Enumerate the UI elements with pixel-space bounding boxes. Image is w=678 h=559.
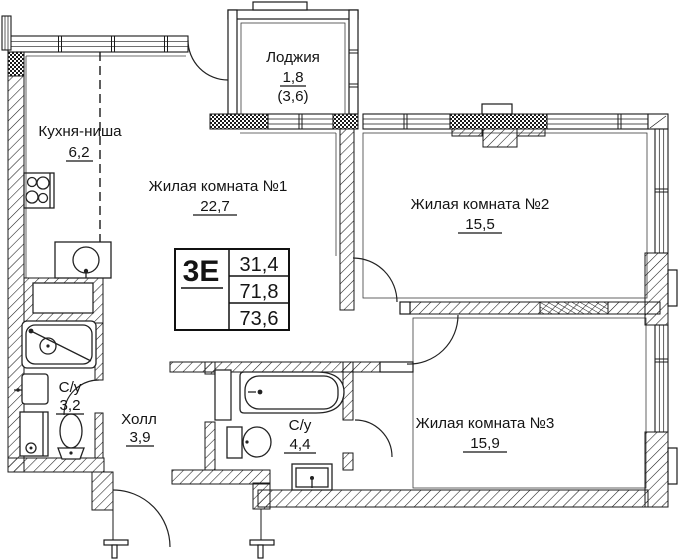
corner-top-right bbox=[647, 113, 669, 130]
stamp-value-3: 73,6 bbox=[240, 308, 279, 330]
area-hall: 3,9 bbox=[129, 429, 150, 446]
window-right-lower bbox=[654, 324, 669, 433]
label-hall: Холл bbox=[121, 411, 157, 428]
area-living1: 22,7 bbox=[200, 198, 230, 215]
entrance-stub-left-stem bbox=[111, 544, 118, 559]
label-living3: Жилая комната №3 bbox=[416, 415, 555, 432]
wall-bath2-right-lower bbox=[342, 452, 354, 471]
stamp-value-2: 71,8 bbox=[240, 281, 279, 303]
toilet-2 bbox=[226, 426, 272, 459]
pier-bottom-right bbox=[644, 431, 669, 508]
label-living2: Жилая комната №2 bbox=[411, 196, 550, 213]
door-arc-bath1 bbox=[63, 379, 100, 416]
stamp-flat-type: 3Е bbox=[183, 255, 220, 288]
window-top-living1 bbox=[7, 35, 189, 53]
bump-right-1 bbox=[667, 269, 678, 307]
bathtub-1 bbox=[21, 320, 97, 369]
flat-stamp: 3Е 31,4 71,8 73,6 bbox=[174, 248, 290, 331]
label-kitchen-niche: Кухня-ниша bbox=[38, 123, 122, 140]
bathtub-2 bbox=[239, 371, 345, 414]
jamb-bath2-top bbox=[379, 361, 414, 373]
fixtures bbox=[14, 172, 345, 491]
door-leaf-bath2 bbox=[214, 369, 232, 421]
window-loggia-bottom bbox=[267, 113, 334, 130]
wall-bath2-left-lower bbox=[204, 421, 216, 471]
wall-bath2-bottom-band bbox=[171, 469, 271, 485]
loggia-wall-right bbox=[348, 9, 359, 115]
doors bbox=[63, 39, 459, 548]
wall-living2-living3-dense-block bbox=[539, 301, 609, 315]
loggia-wall-left bbox=[227, 9, 238, 115]
bump-living2-top bbox=[481, 103, 513, 115]
entrance-stub-left bbox=[103, 539, 129, 546]
window-top-left-stub bbox=[1, 15, 12, 51]
jambs bbox=[103, 103, 678, 559]
bump-right-2 bbox=[667, 447, 678, 485]
pier-living2-top bbox=[449, 113, 548, 130]
entrance-stub-right bbox=[249, 539, 275, 546]
toilet-1 bbox=[57, 413, 85, 460]
kitchen-sink bbox=[54, 241, 112, 279]
pier-loggia-bottom-right bbox=[332, 113, 359, 130]
room-labels: Лоджия 1,8 (3,6) Кухня-ниша 6,2 Жилая ко… bbox=[38, 49, 555, 454]
wall-living2-living3 bbox=[409, 301, 661, 315]
washbasin-1 bbox=[14, 373, 49, 405]
label-loggia: Лоджия bbox=[266, 49, 320, 66]
door-arc-loggia bbox=[187, 39, 229, 81]
area-living3: 15,9 bbox=[470, 435, 500, 452]
area-loggia: 1,8 bbox=[282, 69, 303, 86]
pier-loggia-bottom-left bbox=[209, 113, 269, 130]
window-top-living2-b bbox=[546, 113, 649, 130]
washbasin-2 bbox=[291, 463, 333, 491]
wall-living1-living2-divider bbox=[339, 128, 355, 311]
entrance-stub-right-stem bbox=[257, 544, 264, 559]
duct-bath1 bbox=[32, 282, 94, 314]
loggia-wall-top bbox=[227, 9, 359, 20]
jamb-between-doors bbox=[399, 301, 411, 315]
door-arc-living2 bbox=[352, 257, 398, 303]
label-bath2: С/у bbox=[289, 417, 312, 434]
duct-living2-top-block bbox=[482, 128, 518, 148]
area-loggia-secondary: (3,6) bbox=[277, 88, 308, 105]
wall-bath1-right-lower bbox=[94, 412, 104, 459]
area-kitchen-niche: 6,2 bbox=[68, 144, 89, 161]
windows bbox=[1, 15, 669, 433]
stamp-value-1: 31,4 bbox=[240, 254, 279, 276]
wall-bottom-left bbox=[7, 457, 105, 473]
pier-right-middle bbox=[644, 252, 669, 326]
window-right-upper bbox=[654, 128, 669, 254]
washing-machine bbox=[19, 411, 49, 457]
area-living2: 15,5 bbox=[465, 216, 495, 233]
stove bbox=[23, 172, 55, 209]
area-bath1: 3,2 bbox=[59, 397, 80, 414]
label-living1: Жилая комната №1 bbox=[149, 178, 288, 195]
area-bath2: 4,4 bbox=[289, 436, 310, 453]
duct-living2-top-strip-b bbox=[516, 128, 546, 137]
duct-living2-top-strip-a bbox=[451, 128, 483, 137]
wall-vestibule-left bbox=[91, 471, 114, 511]
door-arc-entrance bbox=[112, 489, 171, 548]
door-arc-living3 bbox=[406, 314, 459, 365]
label-bath1: С/у bbox=[59, 379, 82, 396]
wall-vestibule-right bbox=[252, 482, 271, 510]
wall-bottom-exterior bbox=[257, 489, 649, 508]
loggia-top-bump bbox=[252, 1, 308, 11]
door-arc-living3-nook bbox=[354, 419, 393, 458]
room-inner-outlines bbox=[25, 22, 648, 489]
pier-top-left bbox=[7, 51, 25, 77]
